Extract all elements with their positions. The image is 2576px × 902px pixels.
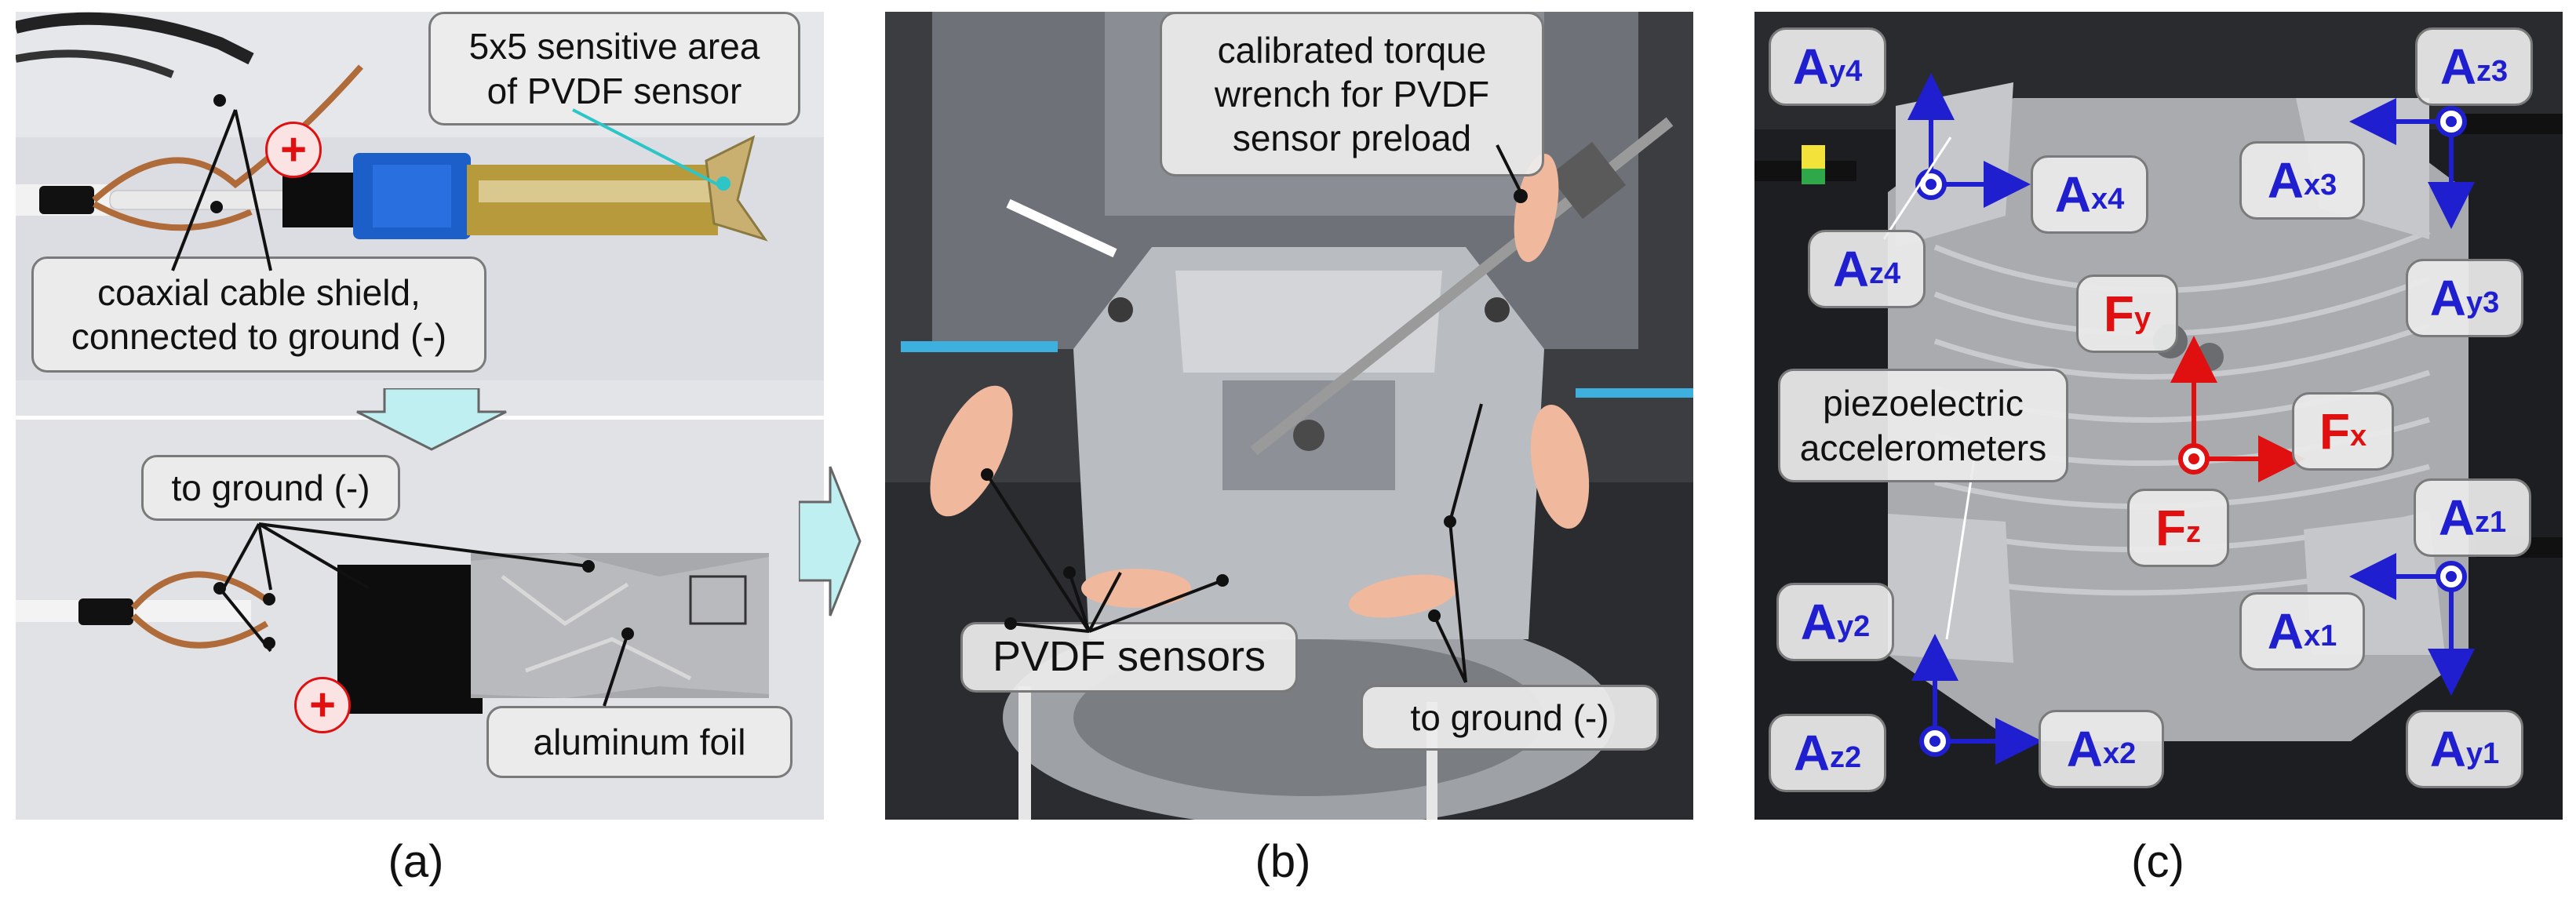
pvdf-sensors-callout: PVDF sensors bbox=[960, 622, 1298, 693]
sensitive-area-line1: 5x5 sensitive area bbox=[468, 26, 760, 67]
accelerometers-line1: piezoelectric bbox=[1823, 383, 2024, 424]
torque-wrench-callout: calibrated torque wrench for PVDF sensor… bbox=[1160, 12, 1544, 176]
to-ground-callout-b: to ground (-) bbox=[1361, 685, 1659, 751]
accelerometers-callout: piezoelectric accelerometers bbox=[1778, 369, 2068, 482]
accelerometers-line2: accelerometers bbox=[1799, 427, 2047, 468]
aluminum-foil-callout: aluminum foil bbox=[486, 706, 792, 778]
caption-b: (b) bbox=[1255, 836, 1311, 887]
cable-shield-line1: coaxial cable shield, bbox=[97, 271, 421, 313]
sensitive-area-callout: 5x5 sensitive area of PVDF sensor bbox=[428, 12, 800, 125]
panel-b: calibrated torque wrench for PVDF sensor… bbox=[885, 12, 1693, 820]
to-ground-callout-a: to ground (-) bbox=[141, 455, 400, 521]
panel-a: + + 5x5 sensitive area of PVDF sensor co… bbox=[16, 12, 824, 820]
torque-wrench-line2: wrench for PVDF bbox=[1214, 73, 1490, 115]
sensitive-area-line2: of PVDF sensor bbox=[486, 70, 742, 111]
right-arrow-icon bbox=[799, 466, 862, 616]
caption-c: (c) bbox=[2131, 836, 2184, 887]
cable-shield-line2: connected to ground (-) bbox=[71, 316, 447, 357]
cable-shield-callout: coaxial cable shield, connected to groun… bbox=[31, 256, 486, 373]
caption-a: (a) bbox=[388, 836, 444, 887]
torque-wrench-line3: sensor preload bbox=[1232, 118, 1472, 159]
torque-wrench-line1: calibrated torque bbox=[1217, 29, 1487, 71]
plus-marker-bottom: + bbox=[294, 677, 351, 733]
plus-marker-top: + bbox=[265, 122, 322, 178]
down-arrow-icon bbox=[356, 388, 507, 451]
